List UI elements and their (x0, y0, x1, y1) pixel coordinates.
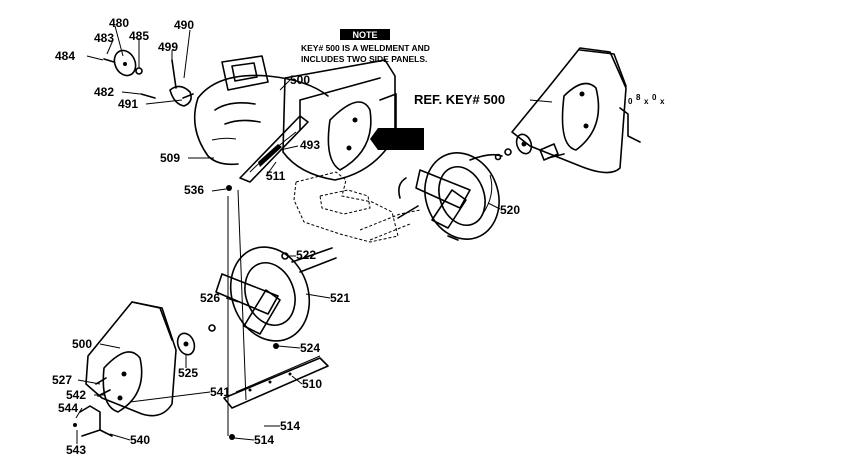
callout-542: 542 (66, 388, 86, 402)
callout-520: 520 (500, 203, 520, 217)
scraper-bar-510 (223, 355, 329, 409)
callout-543: 543 (66, 443, 86, 457)
callout-544: 544 (58, 401, 78, 415)
callout-524: 524 (300, 341, 320, 355)
callout-483: 483 (94, 31, 114, 45)
callout-540: 540 (130, 433, 150, 447)
callout-521: 521 (330, 291, 350, 305)
callout-labels: 480 483 484 485 490 499 482 491 500 493 … (52, 16, 520, 457)
callout-500-left: 500 (72, 337, 92, 351)
auger-520 (397, 152, 503, 241)
leader-lines (75, 25, 553, 444)
side-mark-5: x (660, 97, 665, 106)
callout-493: 493 (300, 138, 320, 152)
ref-key-label: REF. KEY# 500 (414, 92, 505, 107)
side-mark-3: x (644, 97, 649, 106)
callout-490: 490 (174, 18, 194, 32)
callout-511: 511 (266, 169, 286, 183)
callout-522: 522 (296, 248, 316, 262)
weldment-note: NOTE KEY# 500 IS A WELDMENT AND INCLUDES… (301, 29, 430, 64)
note-line-1: KEY# 500 IS A WELDMENT AND (301, 43, 430, 53)
side-panel-right (494, 47, 641, 174)
callout-514-a: 514 (280, 419, 300, 433)
side-panel-left (73, 301, 216, 437)
auger-521 (215, 246, 337, 349)
side-mark-4: 0 (652, 93, 657, 102)
callout-485: 485 (129, 29, 149, 43)
callout-536: 536 (184, 183, 204, 197)
housing-500 (193, 55, 397, 183)
callout-484: 484 (55, 49, 75, 63)
callout-499: 499 (158, 40, 178, 54)
callout-526: 526 (200, 291, 220, 305)
callout-480: 480 (109, 16, 129, 30)
side-mark-2: 8 (636, 93, 641, 102)
callout-509: 509 (160, 151, 180, 165)
assembly-guide-lines (226, 185, 247, 440)
note-title-bar (340, 29, 390, 40)
callout-514-b: 514 (254, 433, 274, 447)
drive-shaft-assembly (293, 171, 421, 243)
callout-482: 482 (94, 85, 114, 99)
side-marks: 0 8 x 0 x (628, 93, 665, 106)
callout-510: 510 (302, 377, 322, 391)
callout-500-top: 500 (290, 73, 310, 87)
callout-491: 491 (118, 97, 138, 111)
callout-527: 527 (52, 373, 72, 387)
callout-541: 541 (210, 385, 230, 399)
callout-525: 525 (178, 366, 198, 380)
side-mark-1: 0 (628, 97, 633, 106)
note-title: NOTE (352, 30, 377, 40)
impeller-tag (370, 128, 424, 150)
note-line-2: INCLUDES TWO SIDE PANELS. (301, 54, 427, 64)
